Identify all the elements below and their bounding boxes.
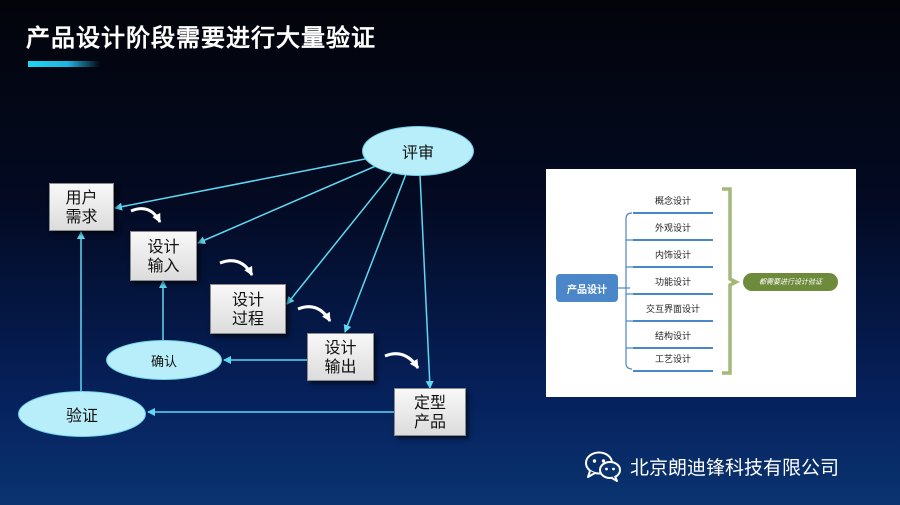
- node-label-line: 设计: [147, 237, 180, 256]
- mindmap-item: 概念设计: [633, 188, 713, 214]
- node-confirm: 确认: [106, 340, 222, 380]
- node-label-line: 定型: [413, 393, 446, 412]
- node-label-line: 产品: [413, 412, 446, 431]
- mindmap-item: 外观设计: [633, 215, 713, 241]
- review-to-design-process-arrow: [286, 171, 394, 305]
- mindmap-connectors: [618, 187, 740, 375]
- node-label-line: 用户: [65, 188, 98, 207]
- confirm-label: 确认: [150, 354, 177, 370]
- flow-step-arrow-2: [219, 259, 254, 276]
- mindmap-item: 功能设计: [633, 269, 713, 295]
- title-underline: [28, 61, 100, 67]
- node-design-process: 设计过程: [210, 284, 286, 334]
- verify-label: 验证: [65, 406, 98, 425]
- review-to-design-output-arrow: [343, 173, 407, 333]
- node-design-input: 设计输入: [130, 231, 197, 281]
- review-to-user-need-arrow: [114, 157, 371, 211]
- node-label-line: 输入: [147, 256, 180, 275]
- mindmap-brace: [722, 187, 740, 375]
- review-to-design-input-arrow: [197, 164, 379, 244]
- node-review: 评审: [362, 126, 474, 176]
- node-label-line: 需求: [65, 207, 98, 226]
- mindmap-trunk: [625, 212, 633, 370]
- company-footer: 北京朗迪锋科技有限公司: [584, 449, 839, 483]
- node-label-line: 设计: [324, 338, 357, 357]
- wechat-icon: [585, 451, 621, 482]
- node-final-product: 定型产品: [394, 388, 466, 436]
- node-label-line: 输出: [324, 357, 357, 376]
- page-title: 产品设计阶段需要进行大量验证: [26, 24, 376, 52]
- mindmap-item: 结构设计: [633, 323, 713, 349]
- review-label: 评审: [401, 143, 434, 162]
- node-label-line: 设计: [231, 290, 264, 309]
- node-design-output: 设计输出: [307, 333, 374, 381]
- mindmap-item: 工艺设计: [633, 346, 713, 372]
- flow-step-arrow-1: [130, 207, 162, 223]
- node-verify: 验证: [18, 391, 146, 437]
- mindmap-item: 交互界面设计: [633, 296, 713, 322]
- product-design-mindmap-panel: 产品设计 概念设计 外观设计 内饰设计 功能设计 交互界面设计 结构设计 工艺设…: [546, 169, 856, 397]
- node-label-line: 过程: [231, 309, 264, 328]
- flow-step-arrow-3: [297, 305, 332, 322]
- node-user-need: 用户需求: [49, 183, 114, 231]
- mindmap-note: 都需要进行设计验证: [743, 273, 838, 291]
- mindmap-item: 内饰设计: [633, 242, 713, 268]
- review-to-final-product-arrow: [419, 174, 434, 389]
- mindmap-root: 产品设计: [556, 274, 618, 302]
- company-name: 北京朗迪锋科技有限公司: [630, 456, 840, 479]
- flow-step-arrow-4: [384, 352, 420, 369]
